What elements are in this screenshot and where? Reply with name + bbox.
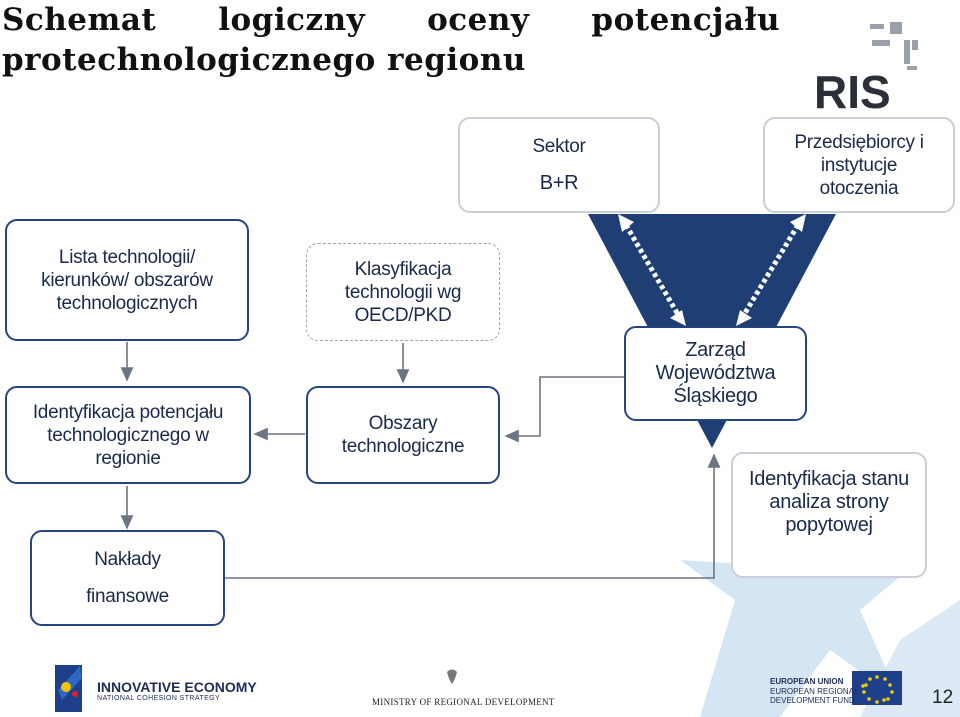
box-przedsiebiorcy: Przedsiębiorcy i instytucje otoczenia (763, 117, 955, 213)
box-text: analiza strony (769, 491, 889, 513)
box-zarzad: Zarząd Województwa Śląskiego (624, 326, 807, 421)
title-word: logiczny (218, 2, 366, 38)
eu-label: EUROPEAN UNION EUROPEAN REGIONAL DEVELOP… (770, 677, 858, 706)
ris-logo-text: RIS (814, 66, 891, 112)
box-identyfikacja-stanu: Identyfikacja stanu analiza strony popyt… (731, 452, 927, 578)
box-naklady: Nakłady finansowe (30, 530, 225, 626)
eu-flag-icon (852, 671, 902, 705)
eu-line: DEVELOPMENT FUND (770, 696, 855, 705)
box-text: technologicznych (56, 292, 198, 314)
ris-logo-icon: RIS (814, 22, 918, 112)
innovative-economy-label: INNOVATIVE ECONOMY (97, 679, 257, 695)
page-number: 12 (932, 687, 954, 708)
box-text: Klasyfikacja (354, 258, 452, 280)
box-text: Identyfikacja stanu (749, 468, 909, 490)
box-text: kierunków/ obszarów (41, 269, 213, 291)
box-text: popytowej (785, 514, 873, 536)
box-sektor-br: Sektor B+R (458, 117, 660, 213)
innovative-economy-sub: NATIONAL COHESION STRATEGY (97, 695, 221, 702)
title-word: Schemat (2, 2, 157, 38)
box-identyfikacja-potencjalu: Identyfikacja potencjału technologiczneg… (5, 386, 251, 484)
box-obszary: Obszary technologiczne (306, 386, 500, 484)
decorative-star-shape (680, 470, 920, 717)
eu-line: EUROPEAN REGIONAL (770, 686, 859, 696)
box-lista-technologii: Lista technologii/ kierunków/ obszarów t… (5, 219, 249, 341)
box-text: Sektor (532, 136, 586, 157)
box-text: finansowe (86, 586, 169, 607)
box-text: Województwa (655, 362, 776, 384)
box-text: technologicznego w (47, 424, 209, 446)
box-text: Przedsiębiorcy i (794, 131, 924, 153)
box-text: instytucje (820, 154, 898, 176)
ministry-label: MINISTRY OF REGIONAL DEVELOPMENT (372, 697, 555, 707)
title-line2: protechnologicznego regionu (2, 42, 526, 78)
eu-line: EUROPEAN UNION (770, 677, 844, 686)
box-text: technologiczne (341, 436, 465, 457)
box-text: Lista technologii/ (58, 246, 196, 268)
box-text: B+R (539, 172, 579, 194)
box-text: Zarząd (685, 339, 746, 361)
title-word: oceny (427, 2, 530, 38)
innovative-economy-logo-icon (55, 665, 82, 712)
box-klasyfikacja: Klasyfikacja technologii wg OECD/PKD (306, 243, 500, 341)
box-text: Obszary (368, 413, 438, 434)
box-text: Nakłady (94, 549, 161, 570)
poland-emblem-icon (447, 669, 457, 684)
box-text: OECD/PKD (354, 304, 452, 326)
connector-sektor-przedsiebiorcy (672, 169, 752, 183)
box-text: Śląskiego (673, 385, 758, 407)
box-text: technologii wg (344, 281, 462, 303)
slide-title: Schemat logiczny oceny potencjału protec… (2, 0, 782, 80)
box-text: otoczenia (819, 177, 899, 199)
title-word: potencjału (591, 2, 780, 38)
box-text: regionie (95, 447, 161, 469)
box-text: Identyfikacja potencjału (32, 401, 224, 423)
